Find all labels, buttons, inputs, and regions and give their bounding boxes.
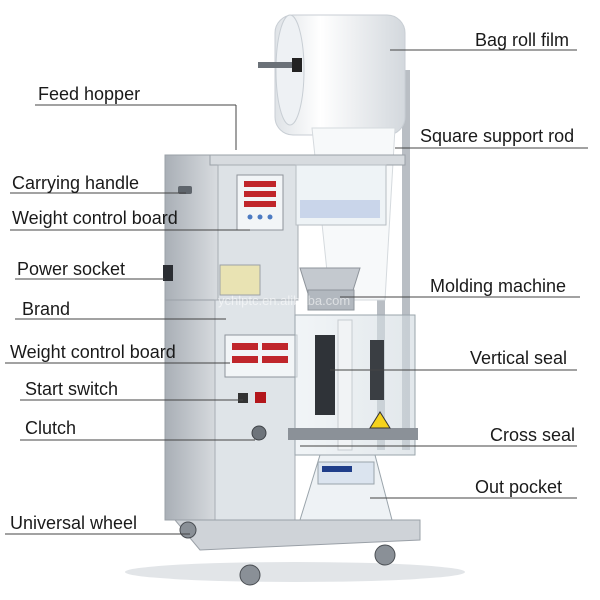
base-frame — [173, 519, 421, 551]
cross-seal-jaw — [288, 428, 418, 440]
brand-sticker — [219, 264, 261, 296]
label-molding-machine: Molding machine — [430, 276, 567, 296]
label-power-socket: Power socket — [17, 259, 126, 279]
label-bag-roll-film: Bag roll film — [475, 30, 570, 50]
vertical-seal-jaw — [315, 335, 335, 415]
universal-wheels — [179, 521, 396, 586]
label-weight-control-board-lower: Weight control board — [10, 342, 176, 362]
lower-cabinet — [164, 299, 296, 521]
label-weight-control-board-top: Weight control board — [12, 208, 178, 228]
label-out-pocket: Out pocket — [475, 477, 563, 497]
watermark: ychlptc.en.alibaba.com — [218, 293, 350, 308]
label-universal-wheel: Universal wheel — [10, 513, 138, 533]
label-feed-hopper: Feed hopper — [38, 84, 141, 104]
leader-lines — [5, 49, 588, 535]
label-square-support-rod: Square support rod — [420, 126, 575, 146]
label-brand: Brand — [22, 299, 71, 319]
out-pocket — [299, 454, 393, 521]
weight-control-board-lower — [224, 334, 298, 378]
start-switch — [255, 392, 266, 403]
label-clutch: Clutch — [25, 418, 77, 438]
label-start-switch: Start switch — [25, 379, 119, 399]
label-carrying-handle: Carrying handle — [12, 173, 140, 193]
carrying-handle — [178, 186, 192, 194]
square-support-rod-right — [402, 70, 410, 450]
bag-roll-film — [258, 14, 406, 136]
label-vertical-seal: Vertical seal — [470, 348, 568, 368]
label-cross-seal: Cross seal — [490, 425, 576, 445]
weight-control-board-top — [236, 174, 284, 231]
floor-shadow — [125, 562, 465, 582]
clutch — [251, 425, 267, 441]
sealing-unit — [288, 314, 418, 456]
power-socket — [163, 265, 173, 281]
